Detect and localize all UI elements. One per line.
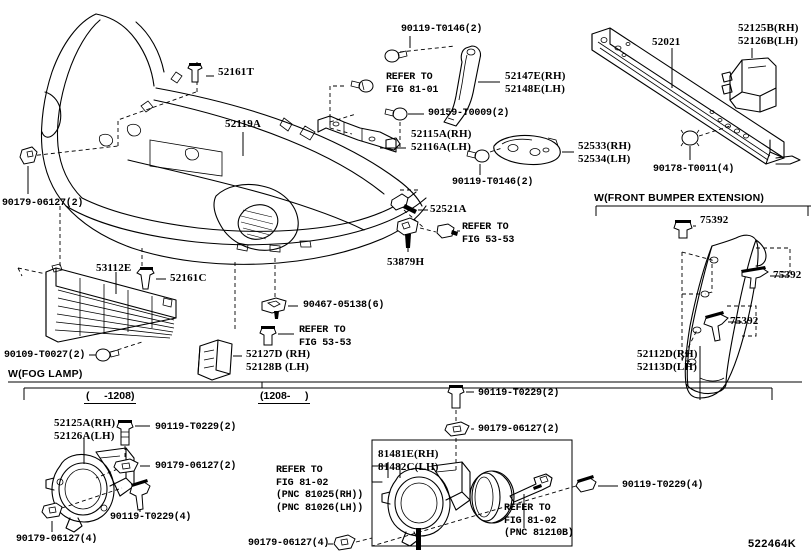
part-lower-grille-53112E bbox=[45, 263, 177, 343]
callout-90119-t0146-2-top: 90119-T0146(2) bbox=[401, 24, 483, 35]
section-label-front-bumper-extension: W(FRONT BUMPER EXTENSION) bbox=[594, 192, 765, 204]
part-support-52115A bbox=[317, 115, 401, 153]
section-bracket-extension bbox=[595, 205, 811, 216]
fastener-90119-T0229-left bbox=[116, 420, 134, 446]
callout-90109-t0027-2: 90109-T0027(2) bbox=[4, 350, 86, 361]
callout-52119a: 52119A bbox=[225, 118, 262, 130]
fastener-90467-05138 bbox=[261, 297, 287, 319]
fastener-fig5353-b bbox=[436, 223, 458, 239]
callout-53112e: 53112E bbox=[96, 262, 132, 274]
fastener-90119-T0146-top bbox=[384, 49, 408, 63]
callout-90179-06127-2-left: 90179-06127(2) bbox=[155, 461, 237, 472]
part-bracket-52533 bbox=[493, 134, 561, 166]
callout-52533-52534: 52533(RH) 52534(LH) bbox=[578, 140, 632, 165]
fastener-fig8101 bbox=[350, 79, 374, 93]
fastener-90119-T0229-4-left bbox=[129, 479, 151, 511]
fastener-90178-T0011 bbox=[680, 129, 700, 147]
fastener-75392-a bbox=[673, 220, 693, 239]
callout-52161c: 52161C bbox=[170, 272, 207, 284]
callout-90159-t0009-2: 90159-T0009(2) bbox=[428, 108, 510, 119]
callout-52125a-52126a: 52125A(RH) 52126A(LH) bbox=[54, 417, 116, 442]
callout-52147e-52148e: 52147E(RH) 52148E(LH) bbox=[505, 70, 566, 95]
callout-75392-a: 75392 bbox=[700, 214, 729, 226]
fastener-75392-c bbox=[703, 311, 729, 342]
callout-52125b-52126b: 52125B(RH) 52126B(LH) bbox=[738, 22, 799, 47]
part-bracket-52125B bbox=[721, 57, 777, 113]
callout-90179-06127-4-left: 90179-06127(4) bbox=[16, 534, 98, 545]
callout-52521a: 52521A bbox=[430, 203, 467, 215]
callout-81481e-81482c: 81481E(RH) 81482C(LH) bbox=[378, 448, 439, 473]
callout-90119-t0146-2-mid: 90119-T0146(2) bbox=[452, 177, 534, 188]
fastener-90119-T0229-right bbox=[447, 385, 465, 409]
callout-90467-05138-6: 90467-05138(6) bbox=[303, 300, 385, 311]
callout-75392-c: 75392 bbox=[730, 315, 759, 327]
fastener-52521A bbox=[390, 193, 417, 214]
callout-53879h: 53879H bbox=[387, 256, 425, 268]
fastener-90119-T0229-4-right bbox=[575, 475, 597, 493]
date-range-early: ( -1208) bbox=[84, 390, 137, 404]
date-range-late: (1208- ) bbox=[258, 390, 311, 404]
fastener-52161C bbox=[136, 267, 155, 290]
part-fog-lamp-lens bbox=[469, 470, 515, 524]
part-fog-lamp-bulb bbox=[509, 473, 553, 503]
fastener-75392-b bbox=[741, 266, 769, 289]
callout-refer-fig-53-53-b: REFER TO FIG 53-53 bbox=[462, 222, 515, 246]
callout-refer-fig-81-02-pnc81210b: REFER TO FIG 81-02 (PNC 81210B) bbox=[504, 503, 574, 539]
callout-90119-t0229-2-right: 90119-T0229(2) bbox=[478, 388, 560, 399]
fastener-90179-06127-4-right bbox=[333, 534, 356, 551]
callout-90119-t0229-2-left: 90119-T0229(2) bbox=[155, 422, 237, 433]
callout-refer-fig-81-02-pnc: REFER TO FIG 81-02 (PNC 81025(RH)) (PNC … bbox=[276, 465, 364, 514]
fastener-90119-T0146-mid bbox=[466, 149, 490, 163]
callout-90179-06127-4-right: 90179-06127(4) bbox=[248, 538, 330, 549]
fastener-53879H bbox=[396, 217, 419, 248]
part-duct-52127D bbox=[197, 339, 233, 381]
section-divider-fog-lamp bbox=[8, 381, 802, 400]
fastener-90179-06127-top bbox=[19, 146, 38, 165]
fastener-90179-06127-4-left bbox=[41, 502, 63, 519]
part-extension-52112D bbox=[684, 234, 767, 399]
callout-90179-06127-2: 90179-06127(2) bbox=[2, 198, 84, 209]
callout-refer-fig-53-53-a: REFER TO FIG 53-53 bbox=[299, 325, 352, 349]
fastener-52161T bbox=[187, 63, 203, 83]
callout-90119-t0229-4-right: 90119-T0229(4) bbox=[622, 480, 704, 491]
fastener-90179-06127-right bbox=[444, 421, 470, 437]
diagram-code: 522464K bbox=[748, 538, 797, 550]
callout-90178-t0011-4: 90178-T0011(4) bbox=[653, 164, 735, 175]
callout-52112d-52113d: 52112D(RH) 52113D(LH) bbox=[637, 348, 698, 373]
callout-52021: 52021 bbox=[652, 36, 681, 48]
fastener-fog-pin bbox=[416, 528, 421, 550]
callout-52161t: 52161T bbox=[218, 66, 255, 78]
callout-52115a-52116a: 52115A(RH) 52116A(LH) bbox=[411, 128, 472, 153]
fastener-90109-T0027 bbox=[95, 348, 120, 362]
callout-52127d-52128b: 52127D (RH) 52128B (LH) bbox=[246, 348, 311, 373]
callout-75392-b: 75392 bbox=[773, 269, 802, 281]
callout-90119-t0229-4-left: 90119-T0229(4) bbox=[110, 512, 192, 523]
callout-90179-06127-2-right: 90179-06127(2) bbox=[478, 424, 560, 435]
section-label-fog-lamp: W(FOG LAMP) bbox=[8, 368, 83, 380]
fastener-fig5353-a bbox=[259, 326, 277, 346]
fastener-90159-T0009 bbox=[384, 107, 408, 121]
assembly-box-fog-lamp-late bbox=[371, 439, 573, 547]
callout-refer-fig-81-01: REFER TO FIG 81-01 bbox=[386, 72, 439, 96]
fastener-90179-06127-left bbox=[113, 458, 139, 474]
part-bumper-cover-52119A bbox=[40, 13, 427, 265]
part-bracket-52147E bbox=[443, 45, 482, 127]
part-reinforcement-52021 bbox=[591, 27, 801, 165]
